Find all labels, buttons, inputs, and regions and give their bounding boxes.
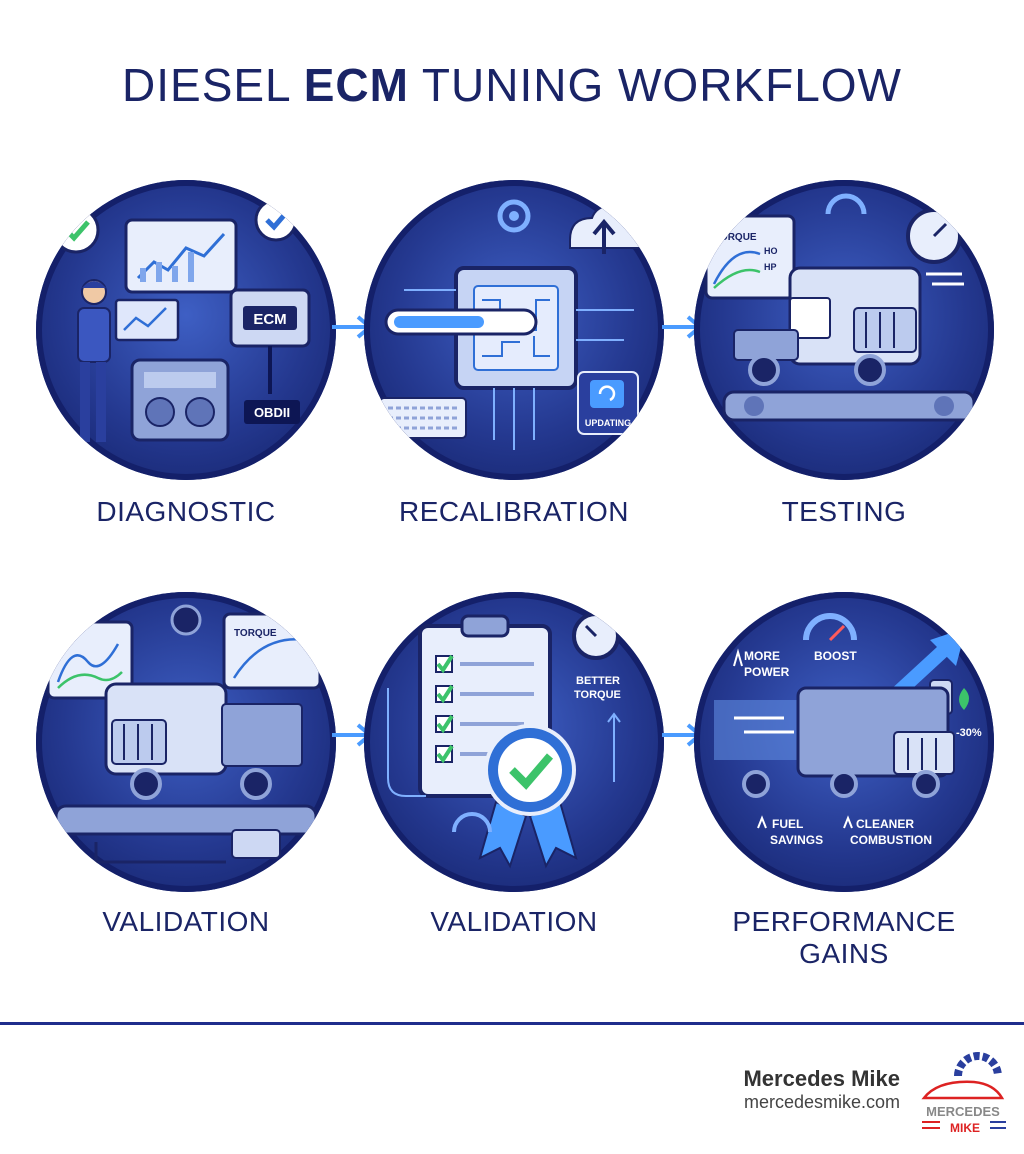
more-tag: MORE — [744, 649, 780, 663]
logo-bottom-text: MIKE — [950, 1121, 980, 1135]
torque-tag-2: TORQUE — [234, 628, 277, 639]
obdii-tag: OBDII — [254, 405, 290, 420]
stage-testing-circle: TORQUE HO HP — [694, 180, 994, 480]
savings-tag: SAVINGS — [770, 833, 823, 847]
stage-validation-circle-2: BETTER TORQUE — [364, 592, 664, 892]
boost-tag: BOOST — [814, 649, 857, 663]
recalibration-illustration: UPDATING — [379, 199, 652, 450]
torque-tag-3: TORQUE — [574, 689, 621, 701]
ho-tag: HO — [764, 246, 778, 256]
brand-name: Mercedes Mike — [743, 1066, 900, 1091]
mercedes-mike-logo-icon: MERCEDES MIKE — [921, 1052, 1006, 1135]
testing-illustration: TORQUE HO HP — [704, 193, 976, 422]
ecm-tag: ECM — [253, 311, 286, 328]
cleaner-tag: CLEANER — [856, 817, 914, 831]
logo-top-text: MERCEDES — [926, 1104, 1000, 1119]
performance-label-line1: PERFORMANCE — [732, 906, 956, 937]
page-title: DIESEL ECM TUNING WORKFLOW — [0, 58, 1024, 112]
title-bold: ECM — [303, 59, 409, 111]
stage-diagnostic-circle: ECM OBDII — [36, 180, 336, 480]
diagnostic-illustration: ECM OBDII — [52, 198, 311, 442]
validation-truck-illustration: TORQUE — [46, 604, 322, 864]
footer-divider — [0, 1022, 1024, 1025]
performance-illustration: MORE POWER BOOST -30% FUEL SAVINGS CLEAN… — [714, 613, 982, 847]
stage-performance-circle: MORE POWER BOOST -30% FUEL SAVINGS CLEAN… — [694, 592, 994, 892]
brand-url[interactable]: mercedesmike.com — [743, 1092, 900, 1112]
stage-label-testing: TESTING — [781, 496, 907, 527]
savings-percent-tag: -30% — [956, 727, 982, 739]
stage-validation-circle-1: TORQUE — [36, 592, 336, 892]
torque-tag: TORQUE — [714, 232, 757, 243]
stage-label-validation-2: VALIDATION — [430, 906, 598, 937]
hp-tag: HP — [764, 262, 777, 272]
stage-label-diagnostic: DIAGNOSTIC — [96, 496, 276, 527]
fuel-tag: FUEL — [772, 817, 803, 831]
validation-checklist-illustration: BETTER TORQUE — [387, 612, 621, 869]
stage-recalibration-circle: UPDATING — [364, 180, 664, 480]
power-tag: POWER — [744, 665, 790, 679]
better-tag: BETTER — [576, 675, 620, 687]
performance-label-line2: GAINS — [799, 938, 889, 969]
stage-label-performance: PERFORMANCE GAINS — [694, 906, 994, 970]
updating-tag: UPDATING — [585, 418, 631, 428]
stage-label-recalibration: RECALIBRATION — [398, 496, 630, 527]
combustion-tag: COMBUSTION — [850, 833, 932, 847]
title-suffix: TUNING WORKFLOW — [408, 59, 902, 111]
stage-label-validation-1: VALIDATION — [102, 906, 270, 937]
title-prefix: DIESEL — [122, 59, 304, 111]
